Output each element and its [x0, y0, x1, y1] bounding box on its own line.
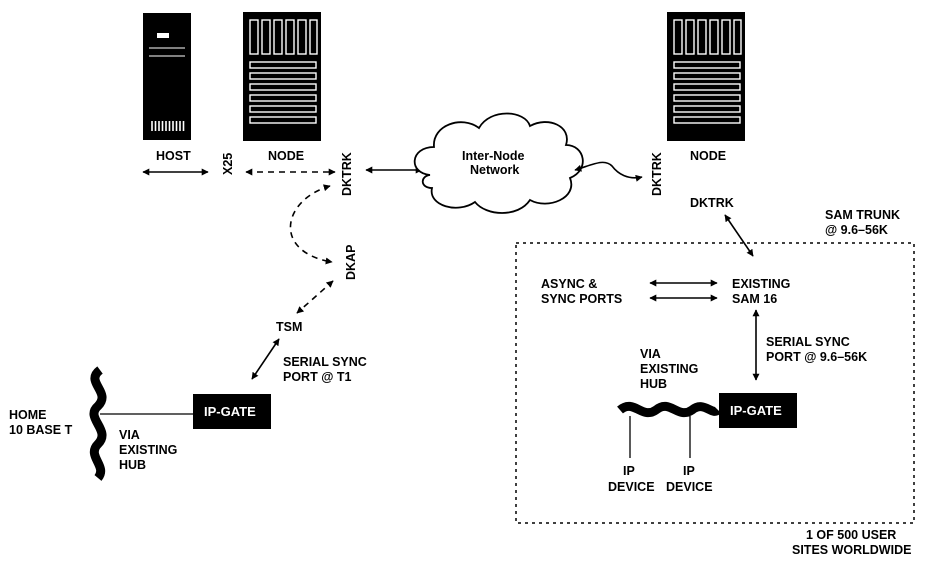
home-lan-cable-icon	[89, 366, 107, 481]
user-site-boundary	[515, 242, 915, 524]
dktrk-dkap-dashed-curve	[289, 184, 333, 265]
ipgate-left-box	[193, 394, 271, 429]
dktrk-left-label: DKTRK	[340, 152, 354, 196]
ipgate-left-label: IP-GATE	[204, 404, 256, 419]
via-left-line3: HUB	[119, 458, 146, 472]
ip-device1-line1: IP	[623, 464, 635, 478]
tsm-label: TSM	[276, 320, 302, 334]
dktrk-sam-label: DKTRK	[690, 196, 734, 210]
tsm-ipgate-arrow	[251, 338, 280, 380]
async-line1: ASYNC &	[541, 277, 597, 291]
async-line2: SYNC PORTS	[541, 292, 622, 306]
serial-right-line2: PORT @ 9.6–56K	[766, 350, 867, 364]
via-right-line2: EXISTING	[640, 362, 698, 376]
sam-trunk-line1: SAM TRUNK	[825, 208, 900, 222]
ip-device2-line1: IP	[683, 464, 695, 478]
sites-line1: 1 OF 500 USER	[806, 528, 896, 542]
dktrk-right-label: DKTRK	[650, 152, 664, 196]
via-right-line3: HUB	[640, 377, 667, 391]
serial-right-line1: SERIAL SYNC	[766, 335, 850, 349]
serial-left-line1: SERIAL SYNC	[283, 355, 367, 369]
cloud-dktrk-arrow	[574, 161, 643, 182]
cloud-label-line1: Inter-Node	[462, 149, 525, 163]
ipgate-right-label: IP-GATE	[730, 403, 782, 418]
via-right-line1: VIA	[640, 347, 661, 361]
home-label-line1: HOME	[9, 408, 47, 422]
node-right-label: NODE	[690, 149, 726, 163]
dkap-label: DKAP	[344, 245, 358, 280]
dkap-tsm-dashed-arrow	[296, 280, 334, 314]
sam16-line2: SAM 16	[732, 292, 777, 306]
home-label-line2: 10 BASE T	[9, 423, 73, 437]
node-left-label: NODE	[268, 149, 304, 163]
x25-label: X25	[221, 153, 235, 175]
sam-trunk-line2: @ 9.6–56K	[825, 223, 888, 237]
ipgate-right-box	[719, 393, 797, 428]
ip-device1-line2: DEVICE	[608, 480, 655, 494]
serial-left-line2: PORT @ T1	[283, 370, 351, 384]
sam16-line1: EXISTING	[732, 277, 790, 291]
via-left-line1: VIA	[119, 428, 140, 442]
cloud-label-line2: Network	[470, 163, 519, 177]
ip-device2-line2: DEVICE	[666, 480, 713, 494]
trunk-sam-arrow	[724, 214, 754, 257]
node-left-rack-icon	[243, 12, 321, 141]
host-server-icon	[143, 13, 191, 140]
via-left-line2: EXISTING	[119, 443, 177, 457]
host-label: HOST	[156, 149, 191, 163]
site-lan-cable-icon	[617, 401, 722, 418]
inter-node-cloud-icon	[413, 112, 584, 214]
sites-line2: SITES WORLDWIDE	[792, 543, 911, 557]
node-right-rack-icon	[667, 12, 745, 141]
